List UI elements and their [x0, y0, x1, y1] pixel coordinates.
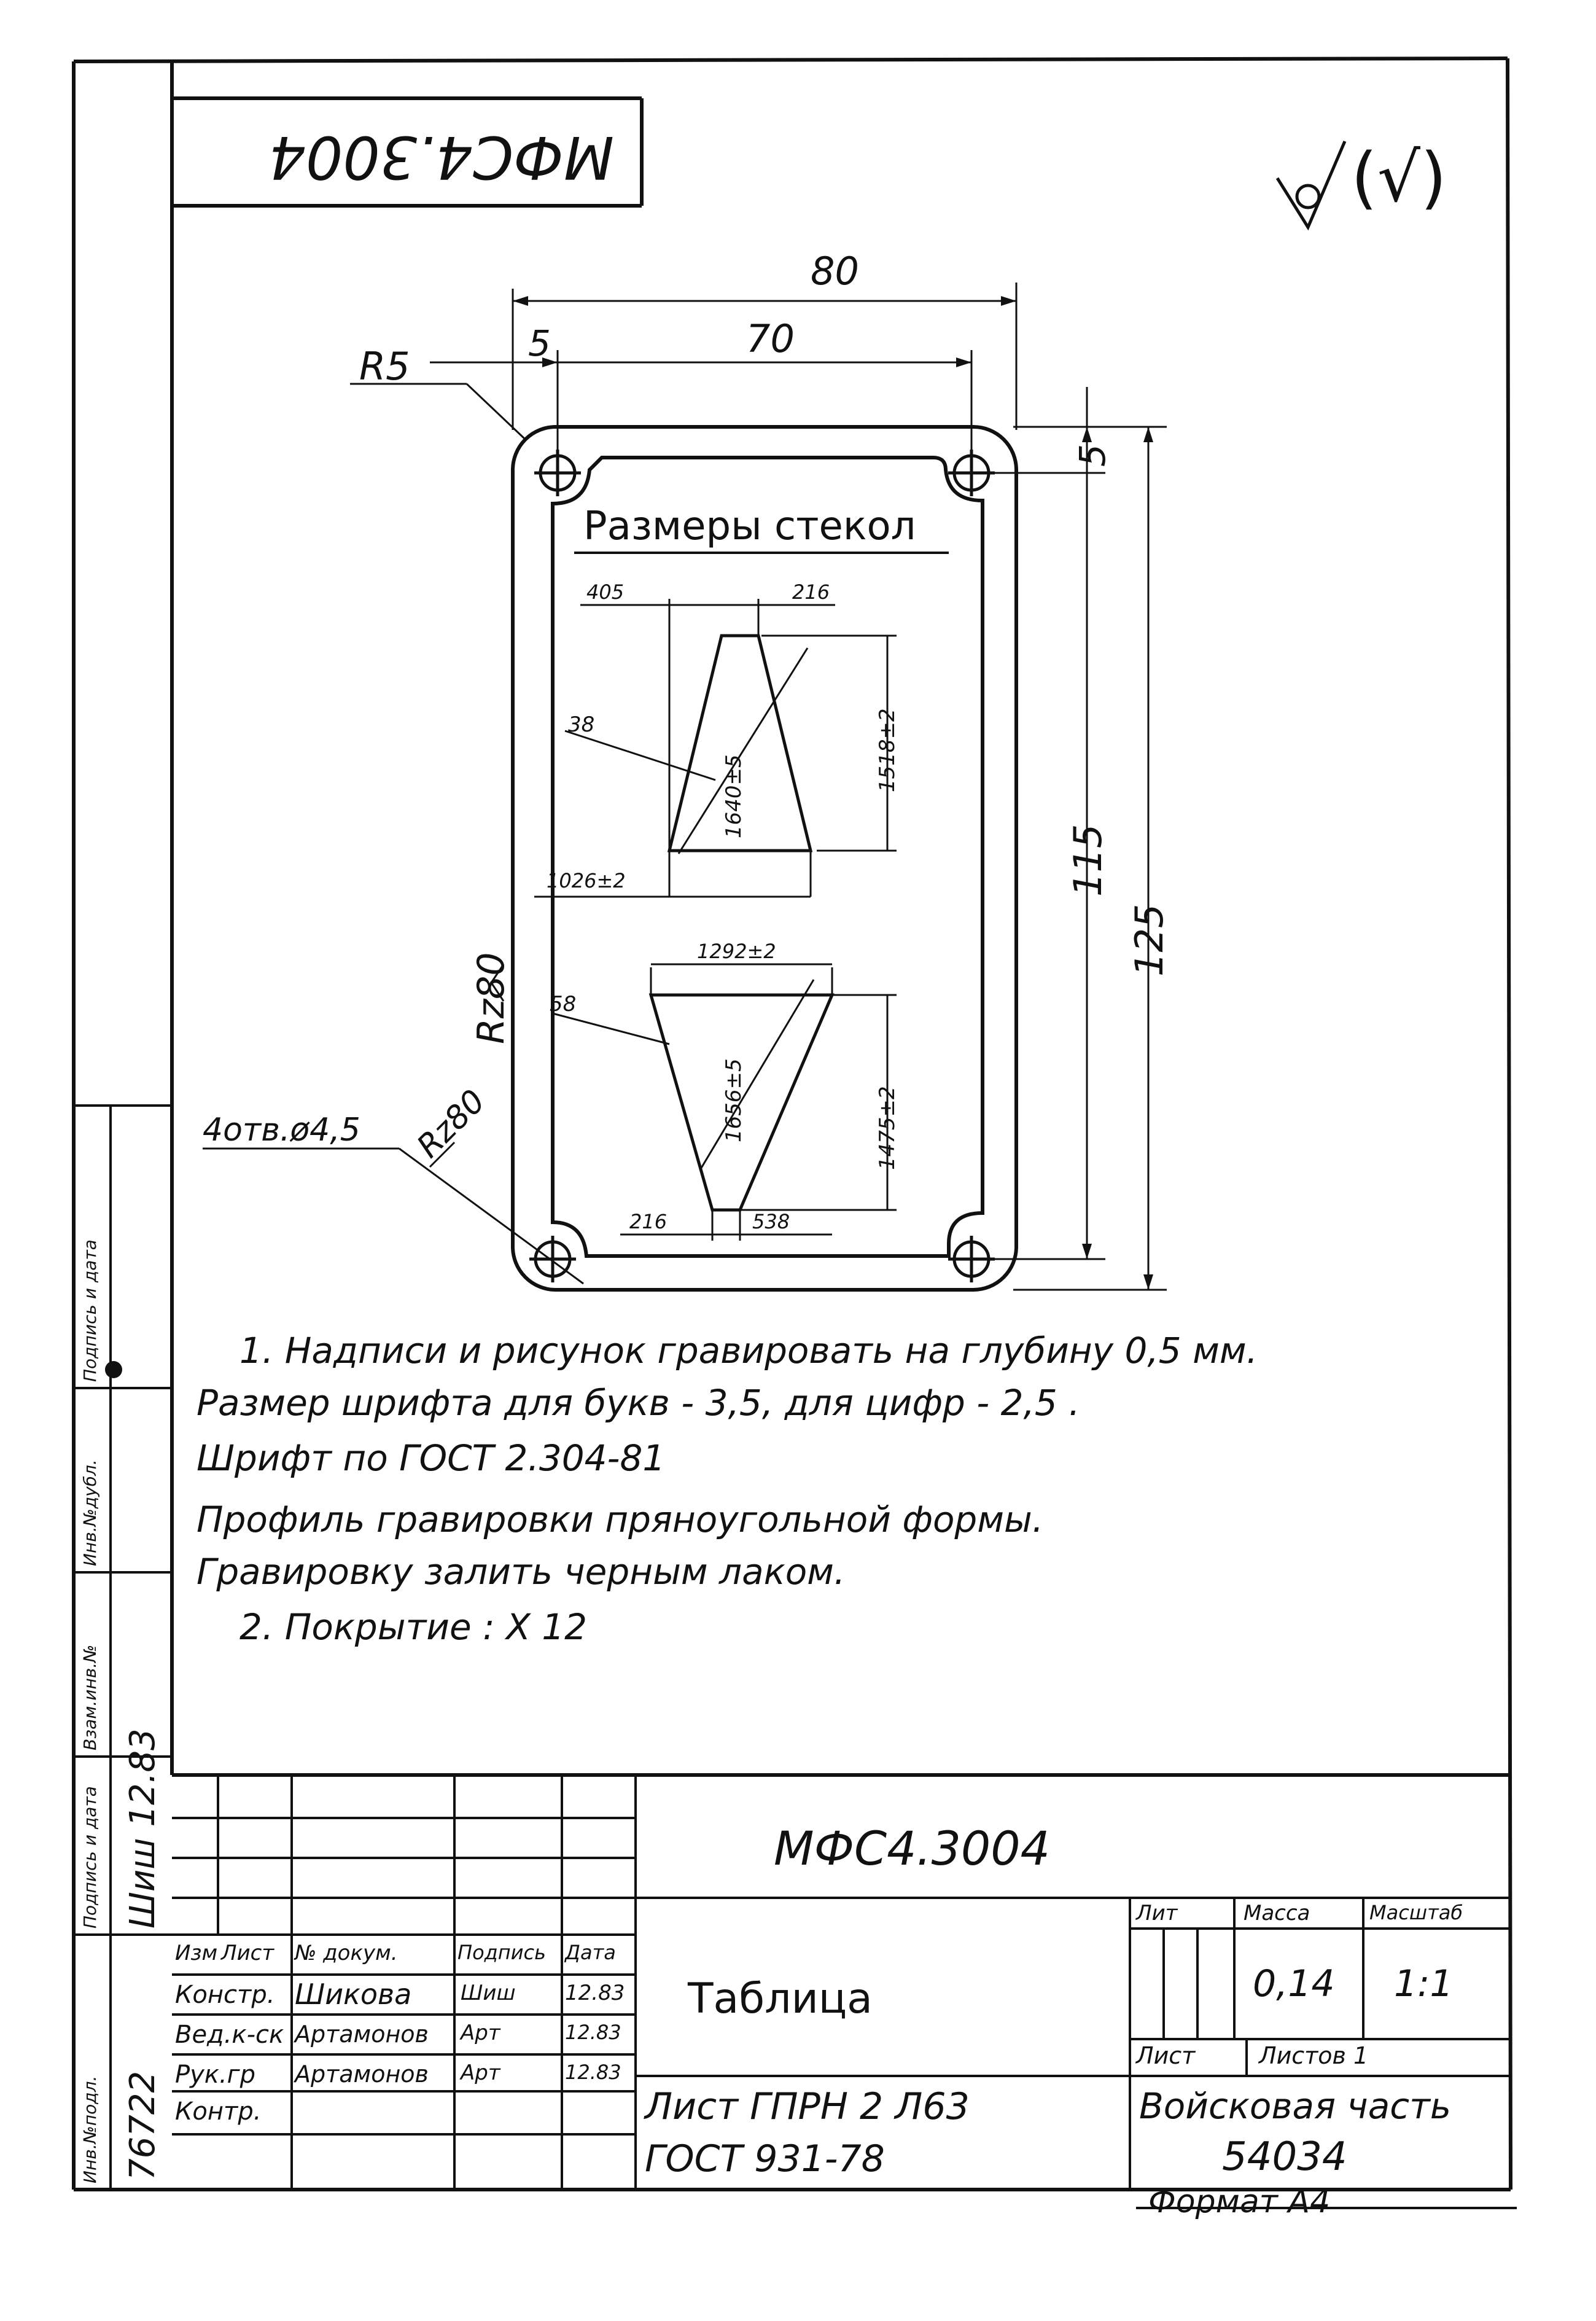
- tb-hdr-sign: Подпись: [457, 1941, 546, 1964]
- g1-bottom: 1026±2: [547, 869, 626, 892]
- title-block-grid: [172, 1775, 1517, 2209]
- strip-label-sign-1: Подпись и дата: [80, 1786, 100, 1929]
- tb-sign-3: Арт: [461, 2061, 500, 2085]
- dimension-lines: [203, 283, 1167, 1291]
- note-line-4: Профиль гравировки пряноугольной формы.: [197, 1499, 1044, 1540]
- tb-date-1: 12.83: [565, 1981, 625, 2005]
- strip-label-replace: Взам.инв.№: [80, 1644, 100, 1750]
- glass-1-dims: [534, 599, 897, 898]
- glass-2-dims: [552, 963, 897, 1241]
- tb-sign-1: Шиш: [461, 1981, 516, 2005]
- tb-role-4: Контр.: [175, 2097, 262, 2126]
- plate-outline: [511, 425, 1018, 1292]
- rotated-designation: МФС4.3004: [268, 123, 615, 190]
- frame: [72, 57, 1512, 2191]
- tb-date-2: 12.83: [565, 2021, 621, 2044]
- format-label: Формат А4: [1148, 2183, 1331, 2220]
- tb-sign-2: Арт: [461, 2021, 500, 2045]
- g2-thickness: 58: [550, 992, 577, 1016]
- tb-hdr-doc: № докум.: [295, 1941, 398, 1965]
- tb-hdr-izm: Изм: [175, 1941, 218, 1965]
- tb-role-1: Констр.: [175, 1981, 275, 2009]
- strip-label-inv: Инв.№подл.: [80, 2075, 100, 2183]
- tb-name: Таблица: [688, 1975, 873, 2023]
- strip-inv-number: 76722: [123, 2070, 163, 2180]
- holes-callout: 4отв.ø4,5: [203, 1112, 360, 1149]
- g2-top: 1292±2: [697, 940, 776, 963]
- strip-label-sign-2: Подпись и дата: [80, 1239, 100, 1382]
- tb-lit-label: Лит: [1136, 1901, 1178, 1925]
- tb-hdr-date: Дата: [565, 1941, 616, 1964]
- g1-thickness: 38: [568, 712, 595, 737]
- g1-height: 1518±2: [875, 708, 900, 792]
- note-line-3: Шрифт по ГОСТ 2.304-81: [197, 1437, 666, 1479]
- tb-name-3: Артамонов: [295, 2061, 429, 2088]
- tb-hdr-list: Лист: [221, 1941, 274, 1965]
- dim-height-total: 125: [1127, 903, 1172, 977]
- strip-sign-date: Шиш 12.83: [123, 1728, 163, 1929]
- note-line-1: 1. Надписи и рисунок гравировать на глуб…: [239, 1330, 1258, 1371]
- g2-diag: 1656±5: [722, 1058, 746, 1142]
- dim-edge-x: 5: [528, 322, 551, 364]
- panel-title: Размеры стекол: [583, 504, 916, 549]
- strip-label-dup: Инв.№дубл.: [80, 1459, 100, 1566]
- tb-org-1: Войсковая часть: [1139, 2085, 1452, 2127]
- dim-corner-radius: R5: [359, 344, 410, 389]
- tb-scale-label: Масштаб: [1369, 1901, 1463, 1924]
- tb-scale: 1:1: [1394, 1962, 1454, 2005]
- tb-name-1: Шикова: [295, 1978, 412, 2011]
- note-line-6: 2. Покрытие : Х 12: [239, 1606, 588, 1648]
- tb-role-3: Рук.гр: [175, 2061, 256, 2089]
- tb-sheets-label: Листов 1: [1259, 2042, 1369, 2069]
- g1-top-left: 405: [586, 580, 625, 604]
- tb-date-3: 12.83: [565, 2061, 621, 2084]
- dim-edge-y: 5: [1072, 444, 1113, 467]
- note-line-5: Гравировку залить черным лаком.: [197, 1551, 846, 1593]
- tb-designation: МФС4.3004: [774, 1821, 1050, 1876]
- g2-bottom-left: 216: [629, 1210, 668, 1233]
- tb-mass: 0,14: [1253, 1962, 1335, 2005]
- arrowheads: [513, 296, 1153, 1290]
- roughness-side: Rz80: [470, 952, 513, 1044]
- strip-dot: [105, 1361, 122, 1378]
- side-strip: [74, 1104, 172, 2190]
- note-line-2: Размер шрифта для букв - 3,5, для цифр -…: [197, 1382, 1080, 1424]
- g2-bottom-right: 538: [752, 1210, 790, 1233]
- tb-material-2: ГОСТ 931-78: [645, 2137, 885, 2180]
- tb-sheet-label: Лист: [1136, 2042, 1196, 2069]
- tb-role-2: Вед.к-ск: [175, 2021, 284, 2049]
- g2-height: 1475±2: [875, 1086, 900, 1170]
- g1-top-right: 216: [792, 580, 830, 604]
- roughness-symbol: [1275, 141, 1347, 231]
- tb-mass-label: Масса: [1244, 1901, 1310, 1925]
- dim-width-total: 80: [811, 249, 859, 294]
- surface-symbol: (√): [1351, 138, 1447, 217]
- tb-material-1: Лист ГПРН 2 Л63: [645, 2085, 970, 2128]
- dim-height-holes: 115: [1065, 824, 1110, 897]
- dim-hole-spacing: 70: [746, 316, 795, 361]
- tb-org-2: 54034: [1222, 2134, 1347, 2180]
- tb-name-2: Артамонов: [295, 2021, 429, 2048]
- g1-diag: 1640±5: [722, 754, 746, 838]
